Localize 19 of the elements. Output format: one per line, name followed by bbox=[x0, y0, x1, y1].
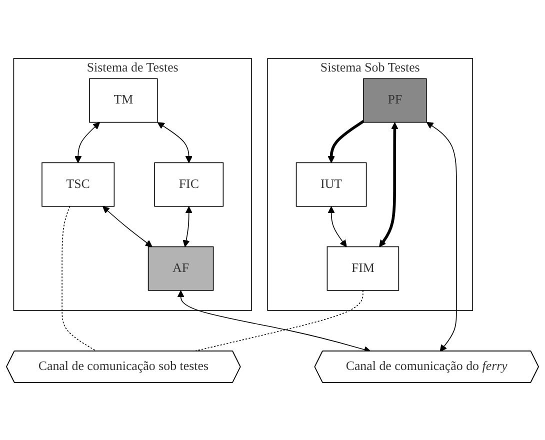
arrow bbox=[328, 206, 347, 247]
arrow bbox=[426, 121, 457, 352]
node-box bbox=[363, 78, 427, 122]
arrow bbox=[102, 206, 152, 247]
arrow bbox=[328, 120, 364, 163]
arrow bbox=[157, 122, 192, 163]
node-box bbox=[89, 78, 158, 122]
node-box bbox=[148, 246, 214, 290]
arrow bbox=[74, 122, 100, 163]
cluster bbox=[267, 58, 474, 310]
node-box bbox=[326, 246, 400, 290]
arrow bbox=[379, 122, 398, 247]
arrow bbox=[182, 206, 192, 247]
block-diagram: Sistema de Testes Sistema Sob Testes TM PF TSC FIC IUT AF FIM Canal de comunicação sob testes Canal de comunicação do ferry bbox=[0, 52, 545, 388]
cluster bbox=[13, 58, 252, 310]
connector bbox=[62, 205, 98, 352]
node-box bbox=[154, 162, 224, 206]
node-box bbox=[42, 162, 115, 206]
node-box bbox=[296, 162, 367, 206]
